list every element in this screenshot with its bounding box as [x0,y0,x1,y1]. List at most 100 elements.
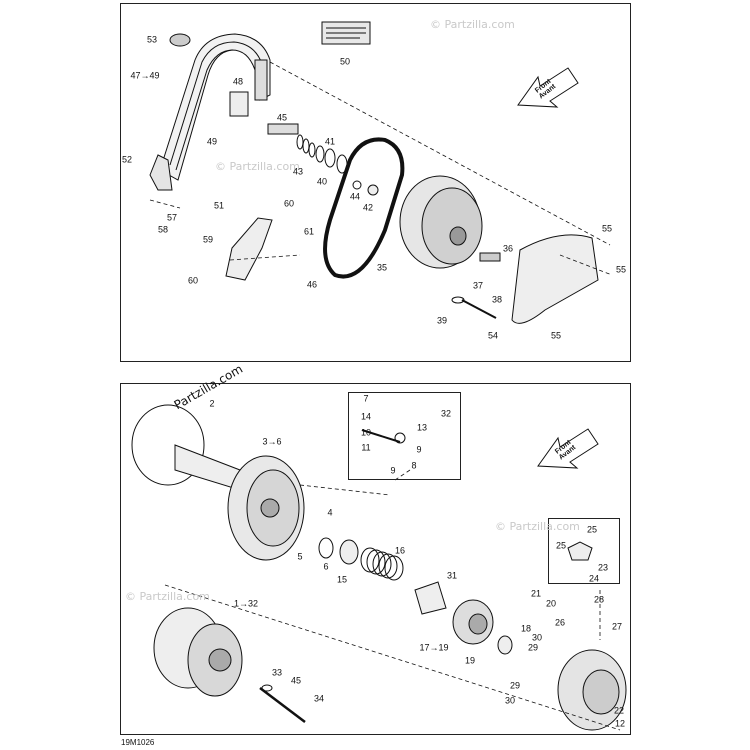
callout-label-34: 34 [313,693,325,704]
spring-stack [296,134,348,174]
callout-label-58: 58 [157,224,169,235]
callout-label-59: 59 [202,234,214,245]
callout-label-32a: 32 [440,408,452,419]
callout-label-19: 19 [464,655,476,666]
knob-part [169,33,191,47]
callout-label-18: 18 [520,623,532,634]
callout-label-55c: 55 [550,330,562,341]
callout-label-29a: 29 [527,642,539,653]
callout-label-4: 4 [327,507,333,518]
governor-cup [557,649,627,731]
callout-label-55b: 55 [615,264,627,275]
movable-sheave [227,455,305,561]
drive-belt [323,137,405,279]
callout-label-57: 57 [166,212,178,223]
roller-detail-inset [548,518,620,584]
callout-label-9a: 9 [416,444,422,455]
callout-label-1-32: 1→32 [233,598,259,609]
callout-label-26: 26 [554,617,566,628]
callout-label-38: 38 [491,294,503,305]
callout-label-51: 51 [213,200,225,211]
callout-label-50: 50 [339,56,351,67]
callout-label-45: 45 [276,112,288,123]
callout-label-14: 14 [360,411,372,422]
callout-label-41: 41 [324,136,336,147]
callout-label-61: 61 [303,226,315,237]
callout-label-53: 53 [146,34,158,45]
bushing-part [497,635,513,655]
callout-label-31: 31 [446,570,458,581]
callout-label-10: 10 [360,427,372,438]
callout-label-23: 23 [597,562,609,573]
callout-label-22: 22 [613,705,625,716]
callout-label-29b: 29 [509,680,521,691]
watermark: © Partzilla.com [495,520,580,533]
roller-part [394,432,406,444]
callout-label-45: 45 [290,675,302,686]
callout-label-17-19: 17→19 [419,642,449,653]
callout-label-30a: 30 [531,632,543,643]
watermark: © Partzilla.com [215,160,300,173]
callout-label-44: 44 [349,191,361,202]
callout-label-35: 35 [376,262,388,273]
callout-label-60a: 60 [283,198,295,209]
callout-label-11: 11 [361,442,371,453]
mounting-bracket [225,217,273,281]
callout-label-42: 42 [362,202,374,213]
callout-label-52: 52 [121,154,133,165]
callout-label-55a: 55 [601,223,613,234]
callout-label-30b: 30 [504,695,516,706]
callout-label-5: 5 [297,551,303,562]
clutch-bolt [259,687,306,723]
callout-label-49: 49 [206,136,218,147]
callout-label-8: 8 [411,460,417,471]
callout-label-25b: 25 [555,540,567,551]
watermark: © Partzilla.com [430,18,515,31]
belt-guard-cover [149,33,271,191]
cam-lever [361,429,401,443]
callout-label-28: 28 [593,594,605,605]
complete-drive-clutch [153,607,243,697]
front-direction-arrow [517,67,579,108]
plate-part [229,91,249,117]
ring-part [318,537,334,559]
callout-label-36: 36 [502,243,514,254]
callout-label-54: 54 [487,330,499,341]
roller-bracket [567,541,593,561]
callout-label-27: 27 [611,621,623,632]
washer-part [261,684,273,692]
callout-label-12: 12 [614,718,626,729]
callout-label-21: 21 [530,588,542,599]
callout-label-6: 6 [323,561,329,572]
callout-label-43: 43 [292,166,304,177]
callout-label-15: 15 [336,574,348,585]
splined-shaft [174,444,241,491]
callout-label-60b: 60 [187,275,199,286]
callout-label-16: 16 [394,545,406,556]
callout-label-40: 40 [316,176,328,187]
callout-label-37: 37 [472,280,484,291]
bolt-part [479,252,501,262]
rear-cover [511,234,599,324]
ring-part [339,539,359,565]
callout-label-25a: 25 [586,524,598,535]
callout-label-33: 33 [271,667,283,678]
callout-label-46: 46 [306,279,318,290]
washer-part [352,180,362,190]
compression-spring [360,547,404,581]
fixed-sheave-disc [131,404,205,486]
callout-label-7: 7 [363,393,369,404]
washer-part [367,184,379,196]
lever-detail-inset [348,392,461,480]
callout-label-47-49: 47→49 [130,70,160,81]
front-direction-arrow [537,428,599,469]
callout-label-20: 20 [545,598,557,609]
callout-label-39: 39 [436,315,448,326]
callout-label-13: 13 [416,422,428,433]
callout-label-2: 2 [209,398,215,409]
callout-label-24: 24 [588,573,600,584]
callout-label-3-6: 3→6 [262,436,282,447]
callout-label-9b: 9 [390,465,396,476]
spider-assembly [452,599,494,645]
